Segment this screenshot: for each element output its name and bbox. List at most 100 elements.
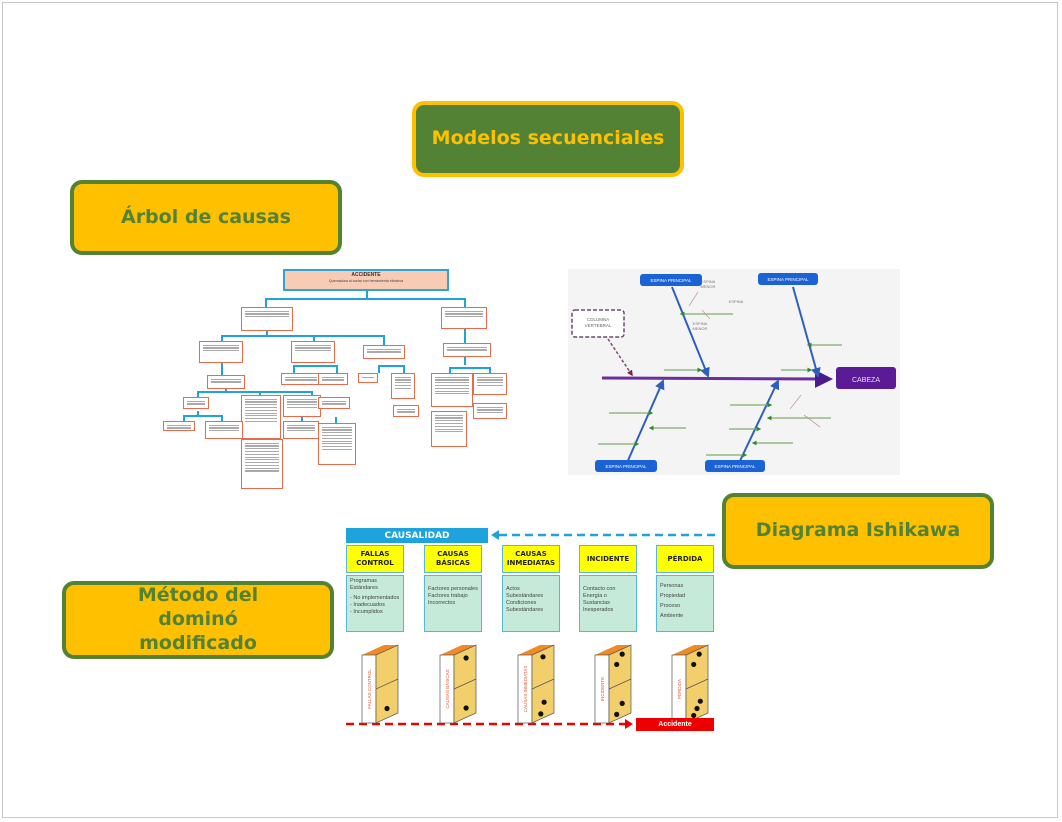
spine-label-box [571, 309, 625, 338]
main-bone-bottom-left [625, 379, 665, 466]
tree-connector [197, 391, 199, 397]
domino-column-item: Propiedad [660, 593, 686, 599]
tree-node-text [295, 347, 331, 349]
tree-node [473, 403, 507, 419]
domino-divider [685, 678, 709, 690]
domino-pip [384, 705, 390, 712]
tree-node-text [209, 430, 239, 432]
tree-node-text [245, 462, 279, 464]
tree-node-text [477, 406, 503, 408]
tree-node-text [435, 414, 463, 416]
secondary-bones [598, 311, 842, 458]
tree-node-text [245, 316, 289, 318]
svg-text:ESPINA PRINCIPAL: ESPINA PRINCIPAL [768, 277, 809, 282]
spine-label-arrow [607, 338, 633, 377]
tree-node-text [203, 344, 239, 346]
tree-node-text [211, 381, 241, 383]
tree-node-text [435, 422, 463, 425]
tree-node-text [245, 401, 277, 403]
domino-column-head: INCIDENTE [579, 545, 637, 573]
tree-node-text [395, 387, 411, 389]
tree-node-text [435, 428, 463, 430]
domino-column-item: Personas [660, 583, 684, 589]
tree-node [283, 421, 319, 439]
tree-connector [449, 367, 451, 373]
accident-arrowhead [625, 719, 633, 729]
label-diagrama-ishikawa: Diagrama Ishikawa [722, 493, 994, 569]
tree-node-text [435, 390, 469, 392]
tree-connector [464, 329, 466, 343]
domino-tile-label: CAUSAS INMEDIATAS [523, 666, 528, 713]
tree-connector [335, 417, 337, 423]
minor-label-3b: MENOR [693, 326, 708, 331]
tree-root-node: ACCIDENTE Quemadura al cortar con herram… [283, 269, 449, 291]
tree-connector [336, 365, 338, 373]
tree-node-text [322, 437, 352, 439]
tree-node [431, 411, 467, 447]
tree-node-text [397, 411, 415, 413]
tree-node-text [295, 344, 331, 346]
main-bone-top-left [671, 286, 710, 378]
tree-node-text [322, 379, 344, 381]
minor-pointer-4 [803, 414, 821, 428]
domino-tile: CAUSAS BÁSICAS [439, 644, 477, 724]
tree-node [318, 423, 356, 465]
tree-node-text [187, 400, 205, 402]
tree-node-text [395, 376, 411, 378]
domino-tile-label: PÉRDIDA [676, 679, 682, 699]
domino-top-face [440, 645, 476, 655]
domino-column-head: CAUSAS BÁSICAS [424, 545, 482, 573]
domino-pip [694, 705, 700, 712]
tree-connector [265, 298, 465, 300]
domino-column-item: Ambiente [660, 613, 684, 619]
domino-pip [619, 651, 625, 657]
svg-text:ESPINA PRINCIPAL: ESPINA PRINCIPAL [651, 278, 692, 283]
tree-node [363, 345, 405, 359]
main-bone-label-2: ESPINA PRINCIPAL [758, 273, 818, 285]
tree-connector [266, 331, 268, 336]
tree-connector [378, 365, 404, 367]
tree-node-text [203, 347, 239, 349]
domino-column-item: Condiciones Subestándares [506, 600, 543, 613]
tree-connector [265, 298, 267, 307]
tree-node-text [445, 316, 483, 318]
tree-node [443, 343, 491, 357]
domino-divider [608, 678, 632, 690]
domino-top-face [518, 645, 554, 655]
tree-node [241, 439, 283, 489]
domino-divider [453, 678, 477, 690]
tree-node-text [395, 382, 411, 384]
tree-node-text [435, 393, 469, 395]
tree-connector [293, 365, 295, 373]
tree-node [183, 397, 209, 409]
tree-node-text [187, 403, 205, 405]
tree-node-text [322, 376, 344, 378]
domino-top-face [595, 645, 631, 655]
tree-node-text [245, 415, 277, 417]
tree-node-text [322, 403, 346, 405]
slide-title-text: Modelos secuenciales [431, 127, 665, 150]
tree-node-text [435, 420, 463, 422]
domino-pip [538, 711, 544, 717]
tree-node-text [245, 442, 279, 444]
domino-pip [614, 711, 620, 717]
domino-pip [541, 699, 547, 705]
tree-node-text [322, 440, 352, 442]
tree-connector [225, 389, 227, 393]
tree-node-text [477, 382, 503, 384]
tree-node-text [245, 456, 279, 458]
tree-node-text [395, 379, 411, 381]
tree-node-text [287, 424, 315, 426]
tree-connector [183, 415, 185, 421]
tree-node-text [435, 379, 469, 381]
domino-pip [614, 661, 620, 668]
label-metodo-domino: Método del dominó modificado [62, 581, 334, 659]
tree-node-text [477, 412, 503, 414]
tree-node-text [245, 464, 279, 467]
domino-top-face [672, 645, 708, 655]
tree-connector [366, 291, 368, 299]
